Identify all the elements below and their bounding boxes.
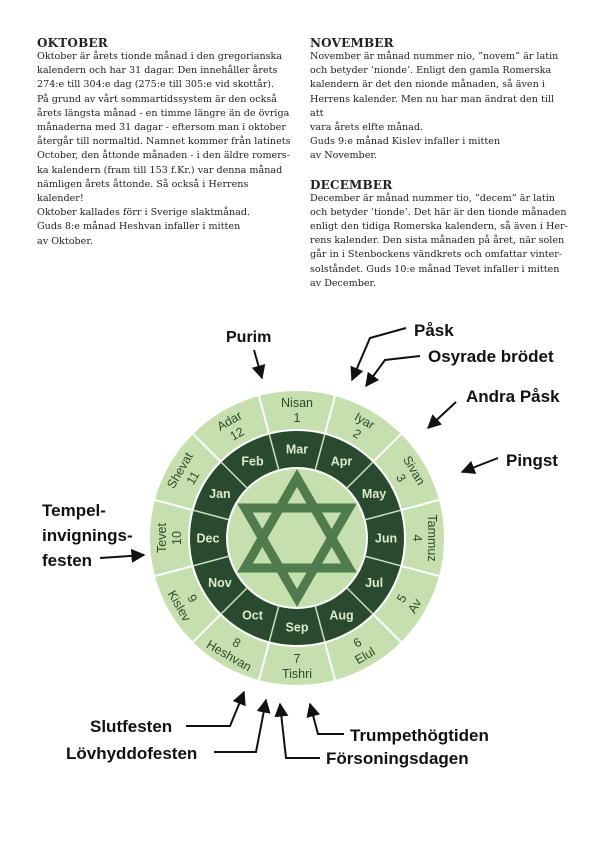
outer-divider [153, 498, 193, 512]
nov-dec-column: NOVEMBER November är månad nummer nio, ”… [310, 36, 570, 291]
feast-label-tempel-line3: festen [42, 551, 92, 570]
gregorian-month-jul: Jul [365, 576, 383, 590]
december-body: December är månad nummer tio, ”decem” är… [310, 192, 568, 289]
october-body: Oktober är årets tionde månad i den greg… [37, 51, 291, 247]
star-triangle-up [237, 469, 357, 573]
gregorian-month-mar: Mar [286, 443, 308, 457]
middle-divider [364, 509, 402, 521]
feast-label-andra-pask: Andra Påsk [466, 387, 560, 406]
star-of-david-icon [237, 469, 357, 607]
outer-divider [401, 498, 441, 512]
feast-label-pask: Påsk [414, 321, 454, 340]
feast-label-slutfesten: Slutfesten [90, 717, 172, 736]
gregorian-month-aug: Aug [329, 609, 353, 623]
outer-divider [372, 432, 403, 463]
october-heading: OKTOBER [37, 36, 108, 50]
outer-divider [323, 642, 337, 682]
middle-divider [345, 586, 374, 615]
feast-label-trumpet: Trumpethögtiden [350, 726, 489, 745]
gregorian-month-jan: Jan [209, 487, 231, 501]
center-disc [226, 467, 368, 609]
gregorian-month-dec: Dec [197, 532, 220, 546]
outer-divider [401, 564, 441, 578]
hebrew-month-name: Av [405, 596, 425, 616]
hebrew-month-number: 7 [294, 652, 301, 666]
feast-label-lovhydd: Lövhyddofesten [66, 744, 197, 763]
hebrew-month-name: Tishri [282, 667, 312, 681]
gregorian-month-sep: Sep [286, 621, 309, 635]
feast-annotations: Purim Påsk Osyrade brödet Andra Påsk Pin… [42, 321, 560, 768]
feast-label-tempel-line2: invignings- [42, 526, 133, 545]
outer-divider [372, 613, 403, 644]
october-column: OKTOBER Oktober är årets tionde månad i … [37, 36, 292, 249]
outer-divider [257, 394, 271, 434]
hebrew-month-name: Nisan [281, 396, 313, 410]
gregorian-month-feb: Feb [241, 454, 264, 468]
feast-label-forsoning: Försoningsdagen [326, 749, 469, 768]
gregorian-month-may: May [362, 487, 386, 501]
middle-divider [314, 433, 326, 471]
november-body: November är månad nummer nio, ”novem” är… [310, 51, 559, 162]
middle-divider [364, 555, 402, 567]
hebrew-month-number: 1 [294, 411, 301, 425]
hebrew-month-number: 10 [170, 531, 184, 545]
outer-divider [153, 564, 193, 578]
middle-divider [220, 586, 249, 615]
middle-divider [192, 555, 230, 567]
november-heading: NOVEMBER [310, 36, 394, 50]
gregorian-month-apr: Apr [331, 454, 353, 468]
star-triangle-down [237, 503, 357, 607]
feast-label-tempel-line1: Tempel- [42, 501, 106, 520]
outer-divider [191, 613, 222, 644]
outer-divider [257, 642, 271, 682]
outer-divider [323, 394, 337, 434]
gregorian-month-oct: Oct [242, 609, 264, 623]
feast-label-osyrade: Osyrade brödet [428, 347, 554, 366]
hebrew-month-number: 4 [410, 535, 424, 542]
middle-divider [268, 433, 280, 471]
calendar-rings [148, 389, 446, 687]
feast-label-pingst: Pingst [506, 451, 558, 470]
middle-divider [192, 509, 230, 521]
gregorian-month-nov: Nov [208, 576, 232, 590]
feast-label-purim: Purim [226, 329, 271, 346]
hebrew-month-name: Tevet [155, 523, 169, 553]
outer-divider [191, 432, 222, 463]
middle-divider [268, 605, 280, 643]
gregorian-month-jun: Jun [375, 532, 397, 546]
middle-divider [220, 461, 249, 490]
middle-divider [314, 605, 326, 643]
december-heading: DECEMBER [310, 177, 393, 192]
hebrew-month-number: 11 [184, 469, 203, 487]
middle-divider [345, 461, 374, 490]
hebrew-month-name: Tammuz [425, 514, 439, 561]
hebrew-month-number: 12 [227, 424, 246, 443]
